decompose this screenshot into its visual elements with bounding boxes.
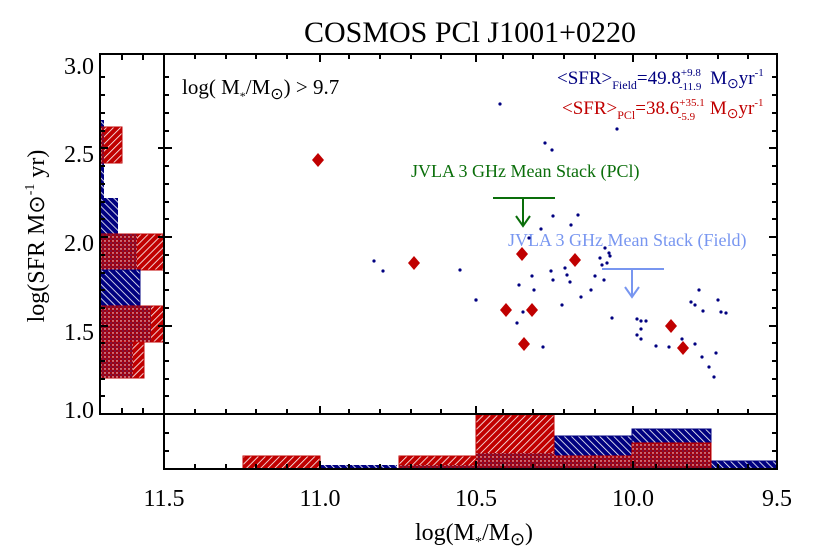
mass-hist-pcl-bar xyxy=(242,455,321,470)
sfr-histogram: 3.0 2.5 2.0 1.5 1.0 log(SFR M⊙-1 yr) xyxy=(23,53,165,424)
x-tick-label: 10.5 xyxy=(455,486,497,512)
mass-cut-annotation: log( M*/M⊙) > 9.7 xyxy=(182,75,339,103)
mass-hist-pcl-bar xyxy=(553,455,633,470)
y-tick-label: 2.5 xyxy=(64,142,94,168)
stack-limit-field xyxy=(602,268,664,299)
mass-hist-pcl-bar xyxy=(631,442,712,470)
x-tick-label: 10.0 xyxy=(612,486,654,512)
y-tick-label: 1.0 xyxy=(64,398,94,424)
mass-hist-mix-bar xyxy=(399,465,476,469)
x-tick-label: 11.0 xyxy=(299,486,340,512)
scatter-frame xyxy=(163,53,778,415)
pcl-sfr-stat: <SFR>PCl=38.6+35.1-5.9 M⊙yr-1 xyxy=(562,97,764,123)
stack-limit-pcl xyxy=(493,197,555,228)
sfr-hist-field-bar xyxy=(100,198,118,234)
mass-hist-field-bar xyxy=(320,465,397,469)
sfr-hist-field-bar xyxy=(100,152,104,198)
y-tick-label: 1.5 xyxy=(64,320,94,346)
sfr-hist-mix-bar xyxy=(100,342,133,378)
field-sfr-stat: <SFR>Field=49.8+9.8-11.9 M⊙yr-1 xyxy=(557,67,764,93)
sfr-hist-field-bar xyxy=(99,269,141,307)
field-points xyxy=(372,102,728,379)
y-tick-label: 3.0 xyxy=(64,54,94,80)
y-tick-label: 2.0 xyxy=(64,231,94,257)
stack-label-pcl: JVLA 3 GHz Mean Stack (PCl) xyxy=(411,161,639,182)
mass-hist-field-bar xyxy=(710,460,778,470)
x-tick-label: 11.5 xyxy=(143,486,184,512)
sfr-hist-mix-bar xyxy=(100,306,151,342)
x-tick-label: 9.5 xyxy=(762,486,792,512)
sfr-hist-mix-bar xyxy=(100,127,104,163)
y-axis-label: log(SFR M⊙-1 yr) xyxy=(23,150,50,323)
mass-histogram: 11.5 11.0 10.5 10.0 9.5 log(M*/M⊙) xyxy=(143,413,792,550)
chart-title: COSMOS PCl J1001+0220 xyxy=(304,16,636,49)
scatter-panel: log( M*/M⊙) > 9.7 <SFR>Field=49.8+9.8-11… xyxy=(158,53,778,415)
mass-hist-mix-bar xyxy=(476,453,554,469)
x-axis-label: log(M*/M⊙) xyxy=(415,520,533,550)
sfr-hist-mix-bar xyxy=(100,234,137,270)
pcl-points xyxy=(312,153,689,355)
stack-label-field: JVLA 3 GHz Mean Stack (Field) xyxy=(508,230,746,251)
